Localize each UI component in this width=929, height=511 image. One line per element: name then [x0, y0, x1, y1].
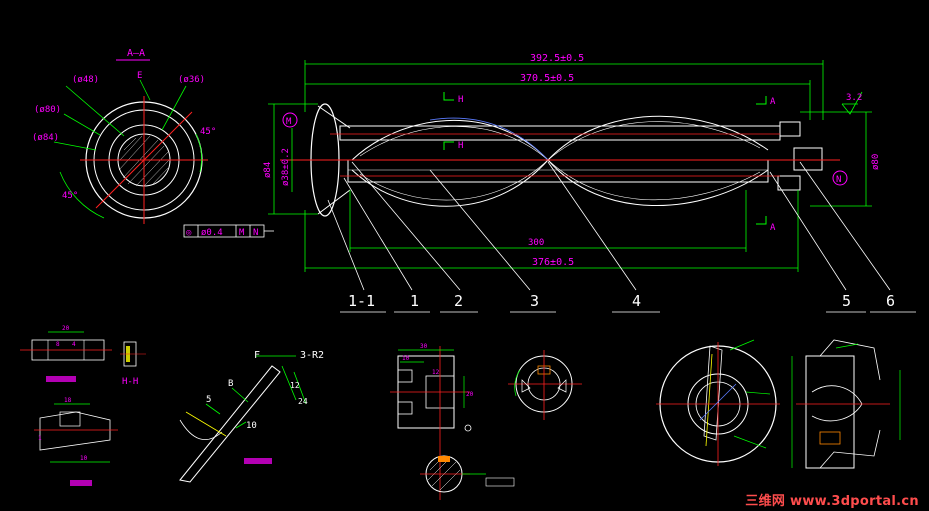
tol-datum-m: M — [239, 228, 245, 238]
part-number-3: 3 — [530, 292, 539, 310]
dim-base-length: 376±0.5 — [532, 257, 574, 268]
section-aa-view: A–A (ø48) (ø36) — [32, 48, 216, 224]
dim-d38-left: ø38±0.2 — [281, 148, 291, 186]
dim-overall-length: 392.5±0.5 — [530, 53, 584, 64]
detail-label-block — [46, 376, 76, 382]
blade-label-f: F — [254, 350, 260, 361]
small-dim-1: 1 — [38, 435, 42, 442]
datum-n: N — [836, 175, 841, 185]
part-number-2: 2 — [454, 292, 463, 310]
angle-45-right: 45° — [200, 127, 216, 137]
dim-d80-right: ø80 — [871, 154, 881, 170]
section-hh-view: H-H — [120, 341, 146, 387]
flange-view — [508, 350, 582, 420]
dim-d36: (ø36) — [178, 75, 205, 85]
ring-view — [656, 339, 780, 466]
blade-label-3-r2: 3-R2 — [300, 350, 324, 361]
blade-detail-label — [244, 458, 272, 464]
hub-dim-12: 12 — [432, 369, 440, 376]
hub-front-view: 30 10 12 20 — [390, 343, 474, 500]
angle-45-left: 45° — [62, 191, 78, 201]
part-number-4: 4 — [632, 292, 641, 310]
section-mark-h-top: H — [458, 95, 463, 105]
hub-dim-10: 10 — [402, 355, 410, 362]
part-number-5: 5 — [842, 292, 851, 310]
part-number-1: 1 — [410, 292, 419, 310]
part-number-6: 6 — [886, 292, 895, 310]
small-dim-20: 20 — [62, 325, 70, 332]
section-aa-title: A–A — [127, 48, 145, 59]
small-dim-10: 10 — [80, 455, 88, 462]
tol-symbol: ◎ — [186, 228, 192, 238]
section-mark-h-bottom: H — [458, 141, 463, 151]
dim-d48: (ø48) — [72, 75, 99, 85]
datum-m-circle — [282, 112, 298, 128]
dim-d84: (ø84) — [32, 133, 59, 143]
blade-label-10: 10 — [246, 421, 257, 431]
small-dim-8: 8 — [56, 341, 60, 348]
ring-side-view — [791, 339, 901, 469]
datum-m: M — [286, 117, 292, 127]
blade-label-12: 12 — [290, 381, 300, 390]
detail-small-bottom-left: 18 10 1 — [34, 397, 118, 486]
section-mark-a-top: A — [770, 97, 776, 107]
datum-n-circle — [832, 170, 848, 186]
dim-d80: (ø80) — [34, 105, 61, 115]
section-aa-letter: E — [137, 71, 142, 81]
hub-section-view — [420, 455, 515, 493]
hub-dim-20: 20 — [466, 391, 474, 398]
small-dim-18: 18 — [64, 397, 72, 404]
screw-helix — [351, 115, 769, 207]
small-dim-4: 4 — [72, 341, 76, 348]
section-mark-a-bottom: A — [770, 223, 776, 233]
blade-label-5: 5 — [206, 395, 211, 405]
tolerance-frame: ◎ ø0.4 M N — [183, 224, 274, 238]
blade-detail-view: F 3-R2 B 5 10 12 24 — [179, 350, 324, 483]
dim-screw-length: 370.5±0.5 — [520, 73, 574, 84]
detail-label-block-2 — [70, 480, 92, 486]
tol-value: ø0.4 — [201, 228, 223, 238]
blade-label-b: B — [228, 379, 233, 389]
hub-dim-30: 30 — [420, 343, 428, 350]
site-watermark: 三维网 www.3dportal.cn — [745, 494, 919, 509]
section-hh-title: H-H — [122, 377, 138, 387]
dim-d84-left: ø84 — [263, 162, 273, 178]
dim-inner-length: 300 — [528, 238, 544, 248]
main-screw-view: 392.5±0.5 370.5±0.5 — [183, 53, 916, 313]
surface-roughness: 3.2 — [846, 93, 862, 103]
detail-small-top-left: 20 8 4 — [20, 325, 112, 382]
part-number-1-1: 1-1 — [348, 292, 375, 310]
blade-label-24: 24 — [298, 397, 308, 406]
tol-datum-n: N — [253, 228, 258, 238]
